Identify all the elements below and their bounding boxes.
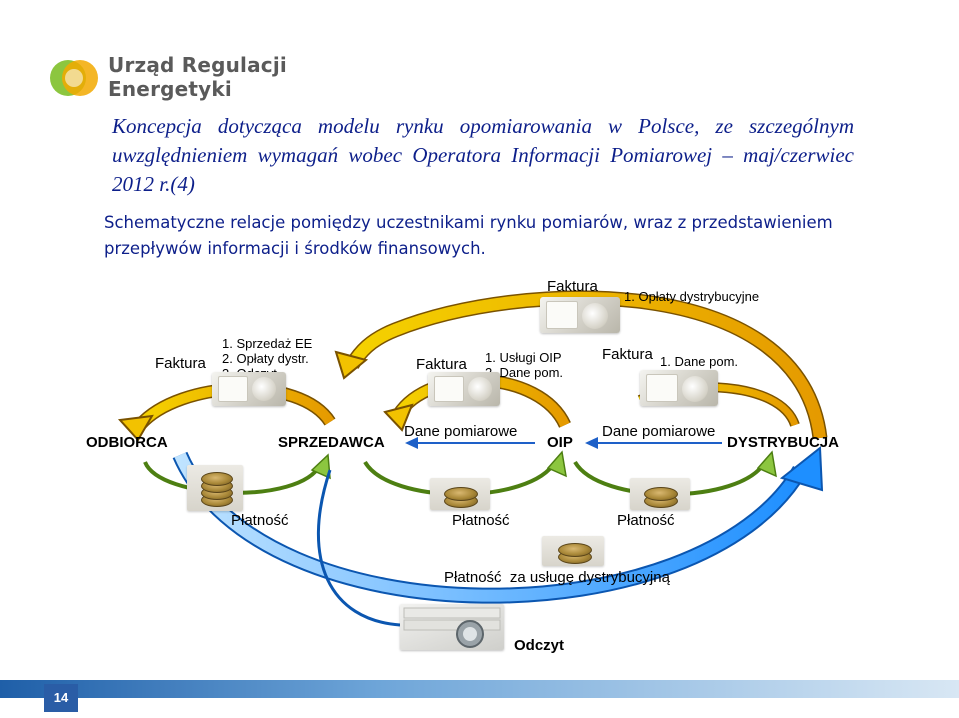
node-dystrybucja: DYSTRYBUCJA [727, 434, 839, 451]
ure-logo-icon [50, 60, 98, 96]
footer-bar [0, 680, 959, 698]
ure-logo: Urząd Regulacji Energetyki [48, 50, 288, 106]
coins-icon [187, 465, 243, 511]
arrowhead [334, 350, 369, 380]
coins-icon [430, 478, 490, 510]
payment-label: Płatność [452, 512, 510, 529]
arrow-reading [316, 469, 401, 627]
invoice-items: 1. Usługi OIP 2. Dane pom. [485, 350, 563, 380]
coins-icon [630, 478, 690, 510]
invoice-item: 1. Opłaty dystrybucyjne [624, 289, 760, 304]
invoice-document-icon [428, 372, 500, 406]
invoice-item: 1. Sprzedaż EE [222, 336, 313, 351]
page-title: Koncepcja dotycząca modelu rynku opomiar… [112, 114, 854, 196]
reading-label: Odczyt [514, 637, 565, 654]
logo-line2: Energetyki [108, 77, 232, 101]
invoice-label: Faktura [416, 356, 467, 373]
data-flow-label: Dane pomiarowe [404, 423, 518, 440]
invoice-item: 2. Opłaty dystr. [222, 351, 309, 366]
invoice-item: 1. Usługi OIP [485, 350, 562, 365]
node-oip: OIP [547, 434, 573, 451]
invoice-item: 2. Dane pom. [485, 365, 564, 380]
page-subtitle: Schematyczne relacje pomiędzy uczestnika… [104, 213, 833, 258]
node-odbiorca: ODBIORCA [86, 434, 168, 451]
invoice-document-icon [540, 297, 620, 333]
invoice-document-icon [212, 372, 286, 406]
page-number: 14 [44, 684, 78, 712]
payment-label: Płatność [231, 512, 289, 529]
logo-line1: Urząd Regulacji [108, 53, 287, 77]
node-sprzedawca: SPRZEDAWCA [278, 434, 385, 451]
electricity-meter-icon [400, 604, 504, 650]
data-flow-label: Dane pomiarowe [602, 423, 716, 440]
payment-label: Płatność za usługę dystrybucyjną [444, 569, 670, 586]
invoice-item: 1. Dane pom. [660, 354, 739, 369]
invoice-label: Faktura [155, 355, 206, 372]
invoice-label: Faktura [602, 346, 653, 363]
invoice-document-icon [640, 370, 718, 406]
invoice-label: Faktura [547, 278, 598, 295]
payment-label: Płatność [617, 512, 675, 529]
coins-icon [542, 536, 604, 566]
